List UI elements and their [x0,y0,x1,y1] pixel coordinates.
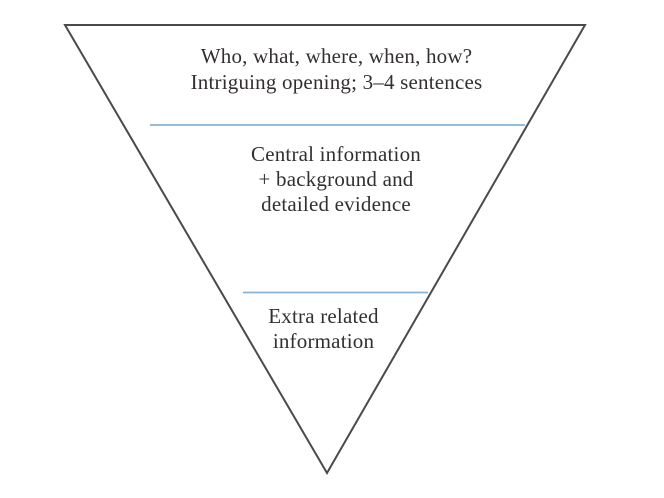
section-1-text: Who, what, where, when, how? Intriguing … [150,43,523,95]
section-1-line-1: Who, what, where, when, how? [200,44,473,68]
section-3-line-2: information [272,329,375,353]
section-3-text: Extra related information [140,304,507,354]
section-2-line-2: + background and [258,167,414,191]
section-3-line-1: Extra related [268,304,379,328]
section-2-line-3: detailed evidence [261,192,411,216]
triangle-outline [63,24,587,475]
section-2-line-1: Central information [250,142,421,166]
section-1-line-2: Intriguing opening; 3–4 sentences [190,70,483,94]
section-2-text: Central information + background and det… [140,142,532,217]
